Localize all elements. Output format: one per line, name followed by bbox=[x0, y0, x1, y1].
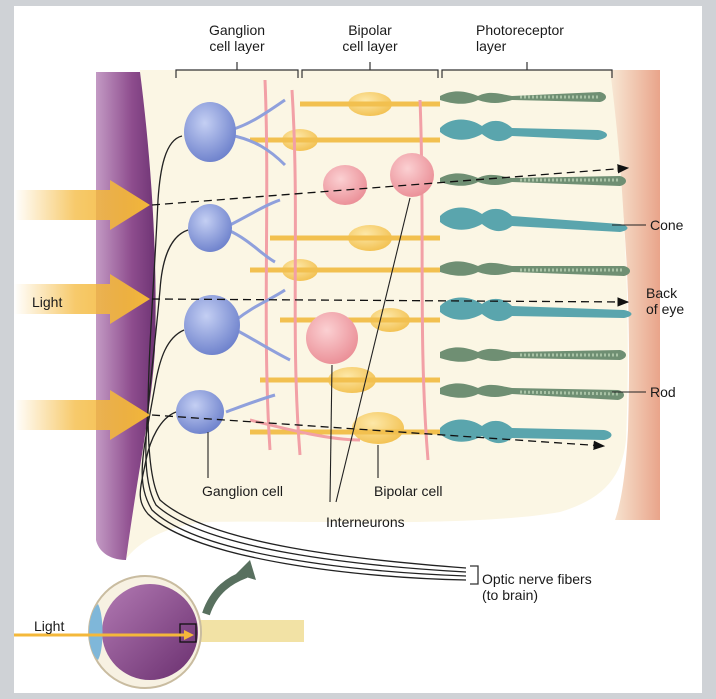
optic-nerve-label: Optic nerve fibers (to brain) bbox=[482, 571, 592, 603]
light-label: Light bbox=[32, 294, 62, 310]
interneuron-cell bbox=[323, 165, 367, 205]
bipolar-cell-label: Bipolar cell bbox=[374, 483, 442, 499]
interneuron-cell bbox=[390, 153, 434, 197]
rod-label: Rod bbox=[650, 384, 676, 400]
bipolar-layer-label: Bipolar cell layer bbox=[325, 22, 415, 54]
ganglion-cell-label: Ganglion cell bbox=[202, 483, 283, 499]
ganglion-cell bbox=[176, 390, 224, 434]
back-of-eye-label: Back of eye bbox=[646, 285, 684, 317]
photoreceptor-layer-label: Photoreceptor layer bbox=[476, 22, 564, 54]
interneurons-label: Interneurons bbox=[326, 514, 405, 530]
eyeball-inset bbox=[102, 584, 198, 680]
cone-label: Cone bbox=[650, 217, 683, 233]
ganglion-cell bbox=[188, 204, 232, 252]
interneuron-cell bbox=[306, 312, 358, 364]
ganglion-cell bbox=[184, 102, 236, 162]
ganglion-layer-label: Ganglion cell layer bbox=[192, 22, 282, 54]
ganglion-cell bbox=[184, 295, 240, 355]
light-inset-label: Light bbox=[34, 618, 64, 634]
optic-nerve-inset bbox=[184, 620, 304, 642]
